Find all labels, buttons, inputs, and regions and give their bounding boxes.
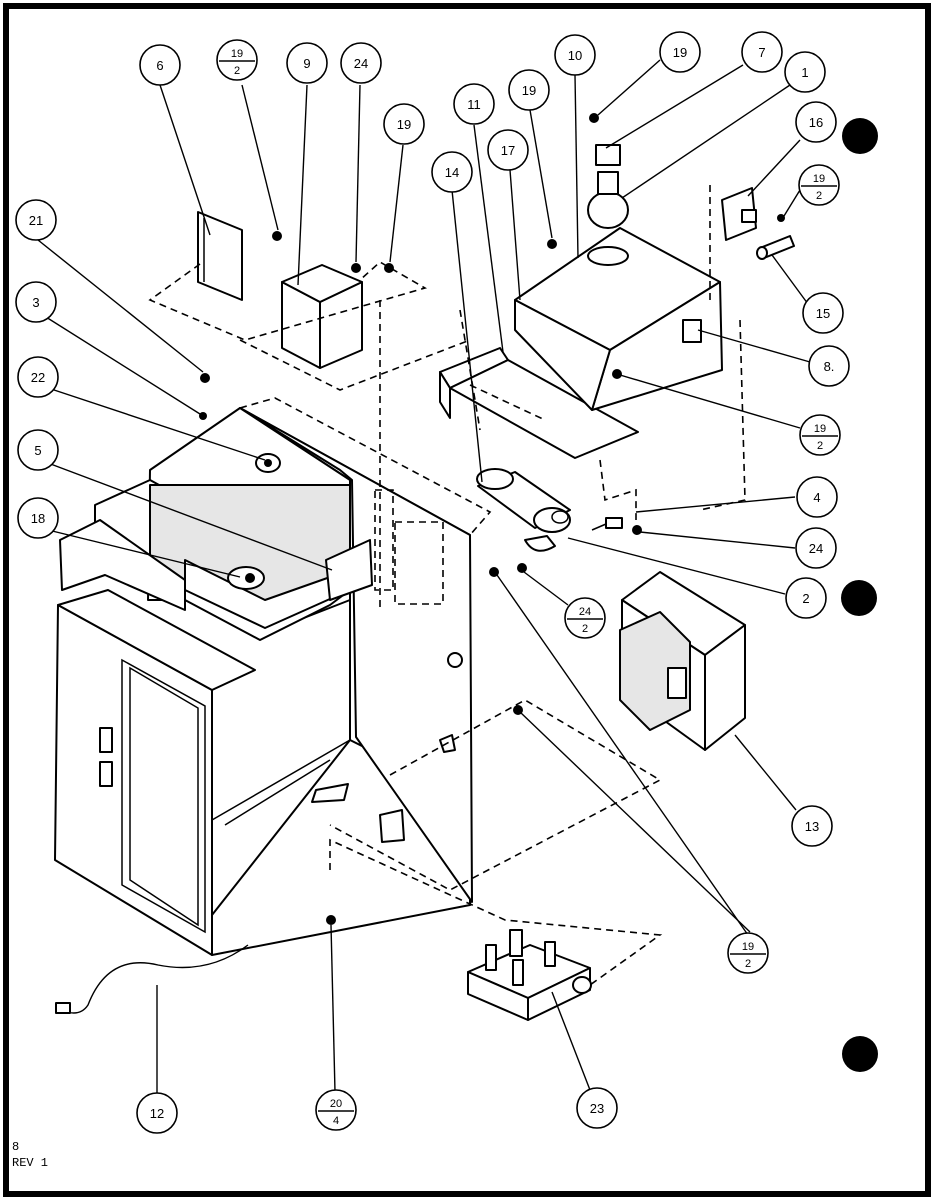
callout-24-top: 24 — [340, 42, 382, 84]
svg-text:6: 6 — [156, 58, 163, 73]
capacitor-14 — [476, 468, 571, 552]
callout-24-mid: 24 — [795, 527, 837, 569]
svg-text:11: 11 — [467, 97, 481, 112]
svg-text:19: 19 — [522, 83, 536, 98]
svg-text:2: 2 — [582, 623, 588, 635]
svg-text:20: 20 — [330, 1098, 342, 1110]
svg-text:24: 24 — [579, 606, 591, 618]
svg-text:13: 13 — [805, 819, 819, 834]
lamp-bulb-1 — [587, 144, 629, 229]
svg-text:2: 2 — [234, 65, 240, 77]
callout-17: 17 — [487, 129, 529, 171]
callout-19-c: 19 — [659, 31, 701, 73]
callout-19-over-2-right: 19 2 — [798, 164, 840, 206]
callout-2: 2 — [785, 577, 827, 619]
svg-text:10: 10 — [568, 48, 582, 63]
callout-19-a: 19 — [383, 103, 425, 145]
svg-text:2: 2 — [802, 591, 809, 606]
bracket-9 — [281, 264, 363, 369]
transformer-13 — [619, 571, 746, 751]
callout-4: 4 — [796, 476, 838, 518]
svg-text:3: 3 — [32, 295, 39, 310]
svg-text:2: 2 — [745, 958, 751, 970]
svg-text:15: 15 — [816, 306, 830, 321]
svg-text:17: 17 — [501, 143, 515, 158]
svg-text:1: 1 — [801, 65, 808, 80]
callout-12: 12 — [136, 1092, 178, 1134]
svg-text:19: 19 — [673, 45, 687, 60]
callout-21: 21 — [15, 199, 57, 241]
svg-text:24: 24 — [809, 541, 823, 556]
callout-1: 1 — [784, 51, 826, 93]
svg-text:2: 2 — [817, 440, 823, 452]
callout-6: 6 — [139, 44, 181, 86]
page-border — [3, 3, 931, 1197]
screws — [199, 113, 785, 925]
callout-15: 15 — [802, 292, 844, 334]
callout-7: 7 — [741, 31, 783, 73]
callout-16: 16 — [795, 101, 837, 143]
callout-9: 9 — [286, 42, 328, 84]
revision-label: REV 1 — [12, 1156, 48, 1170]
svg-text:5: 5 — [34, 443, 41, 458]
lamp-housing-17 — [514, 227, 723, 411]
punch-hole-top — [842, 118, 878, 154]
svg-text:21: 21 — [29, 213, 43, 228]
callout-24-over-2: 24 2 — [564, 597, 606, 639]
punch-hole-bottom — [842, 1036, 878, 1072]
callout-3: 3 — [15, 281, 57, 323]
cover-plate-6 — [197, 211, 243, 301]
callout-19-over-2-top: 19 2 — [216, 39, 258, 81]
svg-text:18: 18 — [31, 511, 45, 526]
callout-10: 10 — [554, 34, 596, 76]
svg-text:4: 4 — [813, 490, 820, 505]
corner-mark: 8 — [12, 1140, 19, 1154]
svg-text:19: 19 — [814, 423, 826, 435]
svg-text:2: 2 — [816, 190, 822, 202]
punch-hole-middle — [841, 580, 877, 616]
callout-20-over-4: 20 4 — [315, 1089, 357, 1131]
callout-23: 23 — [576, 1087, 618, 1129]
svg-text:19: 19 — [813, 173, 825, 185]
svg-text:19: 19 — [231, 48, 243, 60]
callout-leaders — [37, 59, 811, 1096]
callout-19-b: 19 — [508, 69, 550, 111]
svg-text:8.: 8. — [824, 359, 835, 374]
svg-text:9: 9 — [303, 56, 310, 71]
svg-text:19: 19 — [742, 941, 754, 953]
callout-19-over-2-bottom: 19 2 — [727, 932, 769, 974]
callout-14: 14 — [431, 151, 473, 193]
callout-8: 8. — [808, 345, 850, 387]
svg-text:24: 24 — [354, 56, 368, 71]
diode-4 — [591, 517, 623, 531]
power-cord-12 — [55, 944, 249, 1014]
svg-text:14: 14 — [445, 165, 459, 180]
callout-22: 22 — [17, 356, 59, 398]
svg-text:4: 4 — [333, 1115, 339, 1127]
callout-5: 5 — [17, 429, 59, 471]
callout-18: 18 — [17, 497, 59, 539]
svg-text:22: 22 — [31, 370, 45, 385]
svg-text:23: 23 — [590, 1101, 604, 1116]
callout-13: 13 — [791, 805, 833, 847]
cabinet-assembly — [54, 407, 473, 956]
svg-text:7: 7 — [758, 45, 765, 60]
callout-11: 11 — [453, 83, 495, 125]
svg-text:16: 16 — [809, 115, 823, 130]
assembly-guide-lines — [148, 185, 746, 986]
svg-text:12: 12 — [150, 1106, 164, 1121]
svg-text:19: 19 — [397, 117, 411, 132]
mounting-bracket-23 — [467, 929, 592, 1021]
callout-19-over-2-mid: 19 2 — [799, 414, 841, 456]
fuse-15 — [756, 235, 795, 260]
terminal-block-16 — [721, 187, 757, 241]
cover-11 — [439, 347, 639, 459]
